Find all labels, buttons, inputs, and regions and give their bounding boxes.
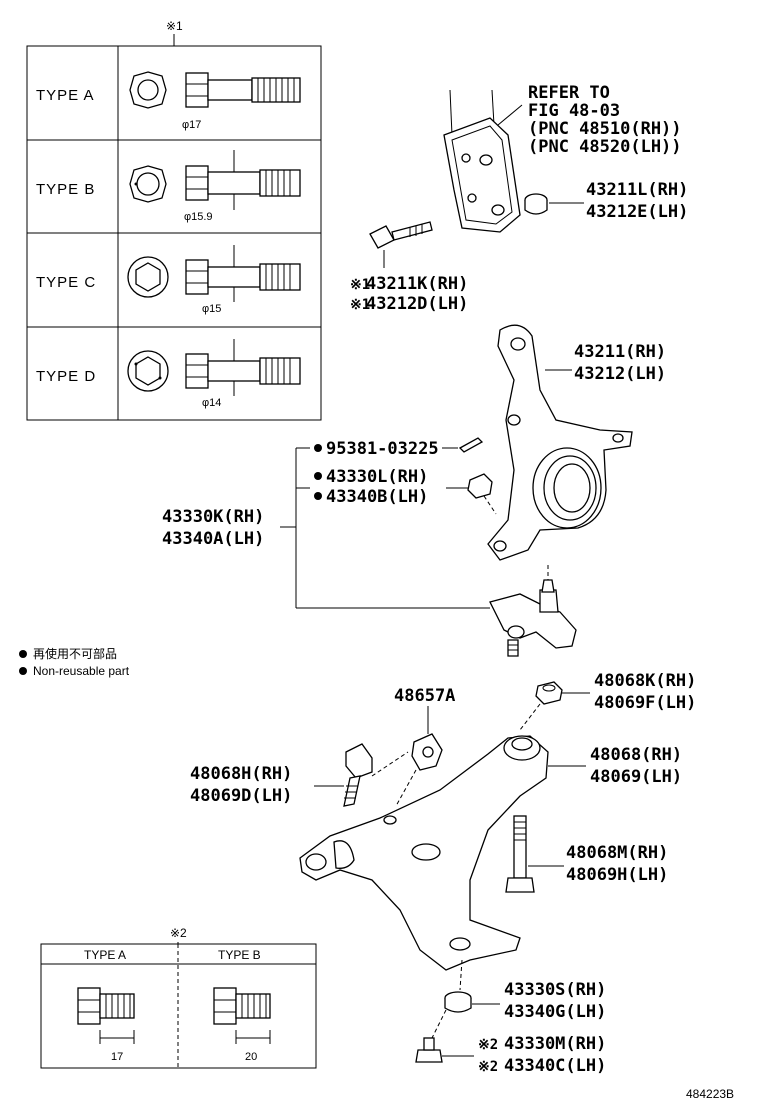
stud-type-a-dim: φ17 xyxy=(182,119,201,131)
nut-43211l-drawing xyxy=(524,193,584,215)
label-43340g: 43340G(LH) xyxy=(504,1002,606,1022)
refer-line-3: (PNC 48510(RH)) xyxy=(528,119,682,139)
note-2-a: ※2 xyxy=(478,1037,498,1053)
steering-knuckle-drawing xyxy=(487,324,633,561)
label-43340a: 43340A(LH) xyxy=(162,529,264,549)
label-48069f: 48069F(LH) xyxy=(594,693,696,713)
label-43212e: 43212E(LH) xyxy=(586,202,688,222)
label-43211k: 43211K(RH) xyxy=(366,274,468,294)
stud-type-a-label: TYPE A xyxy=(36,87,95,104)
stud-type-d-label: TYPE D xyxy=(36,368,96,385)
bolt-43211k-drawing xyxy=(369,221,433,268)
stud-type-b-label: TYPE B xyxy=(36,181,95,198)
refer-line-4: (PNC 48520(LH)) xyxy=(528,137,682,157)
label-43340c: 43340C(LH) xyxy=(504,1056,606,1076)
bushing-43330s-drawing xyxy=(444,959,500,1013)
label-48069h: 48069H(LH) xyxy=(566,865,668,885)
bolt-48068m-drawing xyxy=(505,815,564,893)
legend-jp: 再使用不可部品 xyxy=(33,646,117,661)
bolt-type-b-label: TYPE B xyxy=(218,948,261,962)
bolt-type-table: TYPE A TYPE B 17 20 xyxy=(40,943,317,1069)
stud-type-d-drawing: φ14 xyxy=(127,339,301,409)
label-48069d: 48069D(LH) xyxy=(190,786,292,806)
bolt-type-b-drawing: 20 xyxy=(213,987,271,1063)
stud-type-a-drawing: φ17 xyxy=(129,71,301,131)
stud-type-b-drawing: φ15.9 xyxy=(129,150,301,223)
label-48069: 48069(LH) xyxy=(590,767,682,787)
legend-en: Non-reusable part xyxy=(33,664,130,678)
label-43330m: 43330M(RH) xyxy=(504,1034,606,1054)
lower-arm-drawing xyxy=(299,735,586,971)
label-43211l: 43211L(RH) xyxy=(586,180,688,200)
bolt-type-a-dim: 17 xyxy=(111,1051,123,1063)
stud-type-c-drawing: φ15 xyxy=(127,245,301,315)
note-2-b: ※2 xyxy=(478,1059,498,1075)
label-48068h: 48068H(RH) xyxy=(190,764,292,784)
label-48068k: 48068K(RH) xyxy=(594,671,696,691)
note-1-a: ※1 xyxy=(350,277,370,293)
label-43330s: 43330S(RH) xyxy=(504,980,606,1000)
label-43212d: 43212D(LH) xyxy=(366,294,468,314)
label-95381: 95381-03225 xyxy=(326,439,439,459)
stud-type-d-dim: φ14 xyxy=(202,397,221,409)
bolt-type-a-drawing: 17 xyxy=(77,987,135,1063)
label-43340b: 43340B(LH) xyxy=(326,487,428,507)
label-43330l: 43330L(RH) xyxy=(326,467,428,487)
label-43212: 43212(LH) xyxy=(574,364,666,384)
label-48068: 48068(RH) xyxy=(590,745,682,765)
strut-bracket-drawing xyxy=(443,89,523,233)
bolt-type-a-label: TYPE A xyxy=(84,948,126,962)
ball-joint-drawing xyxy=(489,565,577,657)
refer-line-1: REFER TO xyxy=(528,83,610,103)
note-1-b: ※1 xyxy=(350,297,370,313)
bracket-48657a-drawing xyxy=(395,706,443,807)
label-43211: 43211(RH) xyxy=(574,342,666,362)
bolt-type-b-dim: 20 xyxy=(245,1051,257,1063)
refer-line-2: FIG 48-03 xyxy=(528,101,620,121)
stud-type-c-label: TYPE C xyxy=(36,274,96,291)
bolt-43330m-drawing xyxy=(415,1009,474,1063)
note-symbol-1: ※1 xyxy=(166,19,183,33)
note-symbol-2: ※2 xyxy=(170,926,187,940)
label-48657a: 48657A xyxy=(394,686,455,706)
bolt-48068h-drawing xyxy=(314,743,409,807)
figure-id: 484223B xyxy=(686,1087,734,1101)
ball-joint-leader xyxy=(280,447,490,609)
castle-nut-drawing xyxy=(446,473,497,515)
label-43330k: 43330K(RH) xyxy=(162,507,264,527)
cotter-pin-drawing xyxy=(442,437,484,453)
nut-48068k-drawing xyxy=(519,681,590,731)
label-48068m: 48068M(RH) xyxy=(566,843,668,863)
stud-type-b-dim: φ15.9 xyxy=(184,211,213,223)
legend: 再使用不可部品 Non-reusable part xyxy=(19,646,130,678)
stud-type-table: TYPE A TYPE B TYPE C TYPE D φ17 xyxy=(26,45,322,421)
stud-type-c-dim: φ15 xyxy=(202,303,221,315)
